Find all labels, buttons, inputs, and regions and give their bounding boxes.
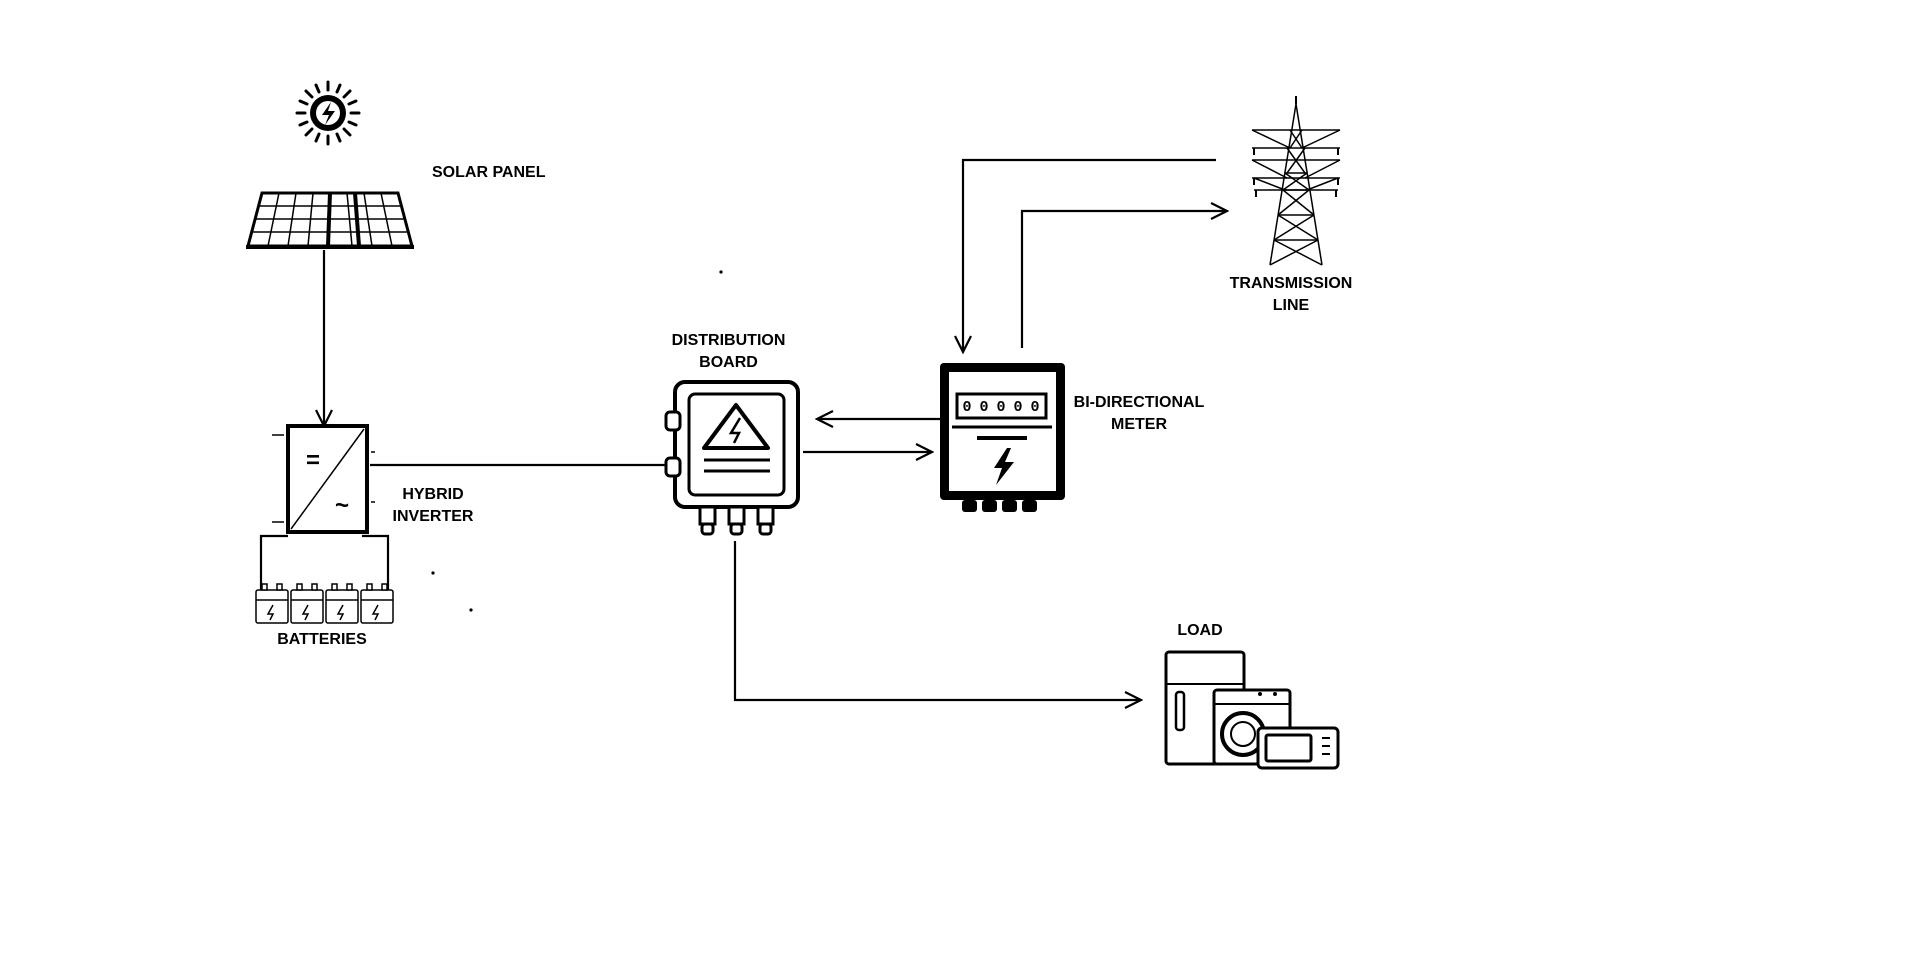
distribution-board-icon [664,380,800,536]
meter-digit: 0 [962,399,971,416]
transmission-line-label-line2: LINE [1272,297,1310,314]
distribution-board-label-line1: DISTRIBUTION [671,332,786,349]
hybrid-inverter-label-line1: HYBRID [402,486,464,503]
meter-digit: 0 [1030,399,1039,416]
distribution-board-label-line2: BOARD [699,354,758,371]
transmission-line-label-line1: TRANSMISSION [1229,275,1353,292]
bidirectional-meter-label-line2: METER [1111,416,1167,433]
batteries-label: BATTERIES [277,631,367,648]
bidirectional-meter-label-line1: BI-DIRECTIONAL [1073,394,1205,411]
svg-text:=: = [306,447,320,474]
meter-digit: 0 [979,399,988,416]
bidirectional-meter-label: BI-DIRECTIONAL METER [1064,392,1214,436]
grid-export-arrow [1020,211,1227,348]
sun-icon [295,80,361,146]
bidirectional-meter-icon: 0 0 0 0 0 [940,363,1065,512]
microwave-icon [1256,726,1340,770]
board-to-load-arrow [733,541,1141,700]
solar-panel-icon [246,191,414,249]
hybrid-inverter-icon: = ~ [272,424,375,534]
hybrid-inverter-label-line2: INVERTER [392,508,474,525]
stray-dots [431,270,723,612]
distribution-board-label: DISTRIBUTION BOARD [661,330,796,374]
battery-icon [255,583,289,624]
battery-wire-right [362,534,390,597]
transmission-line-label: TRANSMISSION LINE [1216,273,1366,317]
connectors [259,158,1227,700]
svg-text:~: ~ [335,492,349,519]
battery-icon [290,583,324,624]
load-appliances-icon [1164,650,1340,770]
meter-digit: 0 [1013,399,1022,416]
load-label: LOAD [1177,622,1223,639]
meter-digit: 0 [996,399,1005,416]
battery-wire-left [259,534,288,597]
grid-import-arrow [963,158,1216,352]
battery-icon [325,583,359,624]
batteries-icon [255,583,394,624]
hybrid-inverter-label: HYBRID INVERTER [378,484,488,528]
battery-icon [360,583,394,624]
transmission-tower-icon [1251,96,1341,266]
solar-panel-label: SOLAR PANEL [432,164,546,181]
